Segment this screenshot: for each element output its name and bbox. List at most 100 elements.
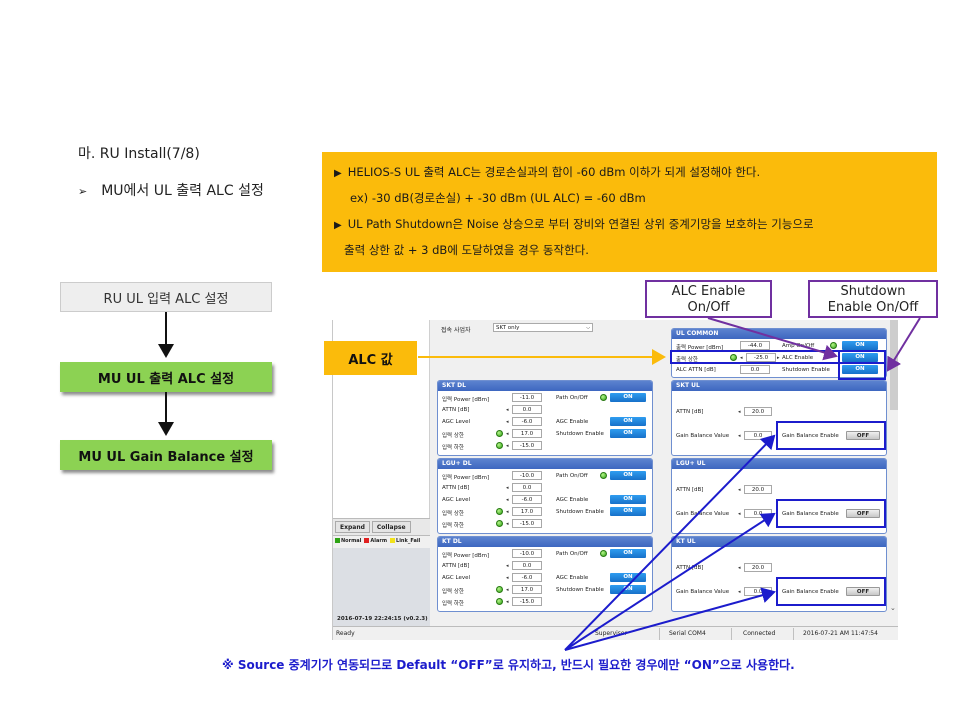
panel-title: SKT DL xyxy=(438,381,652,391)
legend-alarm: Alarm xyxy=(364,538,387,544)
in-upper-input[interactable]: 17.0 xyxy=(512,585,542,594)
spin-arrows-icon[interactable]: ◂ xyxy=(740,355,743,361)
highlight-alc-shutdown xyxy=(838,350,886,380)
triangle-bullet-icon: ▶ xyxy=(334,168,342,179)
panel-title: SKT UL xyxy=(672,381,886,391)
legend-normal: Normal xyxy=(335,538,361,544)
spin-arrows-icon[interactable]: ◂ xyxy=(738,589,741,595)
spin-arrows-icon[interactable]: ◂ xyxy=(738,409,741,415)
status-port: Serial COM4 xyxy=(669,630,706,637)
row-in-upper: 입력 상한 ◂ 17.0 Shutdown Enable ON xyxy=(442,429,652,439)
spin-arrows-icon[interactable]: ◂ xyxy=(506,563,509,569)
path-on-button[interactable]: ON xyxy=(610,471,646,480)
spin-arrows-icon[interactable]: ◂ xyxy=(738,433,741,439)
agc-level-input[interactable]: -6.0 xyxy=(512,573,542,582)
scroll-down-icon[interactable]: ⌄ xyxy=(890,604,896,612)
spin-arrows-icon[interactable]: ◂ xyxy=(738,565,741,571)
highlight-kt-gb xyxy=(776,577,886,606)
spin-arrows-icon[interactable]: ◂ xyxy=(738,487,741,493)
agc-enable-button[interactable]: ON xyxy=(610,573,646,582)
in-upper-input[interactable]: 17.0 xyxy=(512,429,542,438)
row-agc-level: AGC Level ◂ -6.0 AGC Enable ON xyxy=(442,573,652,583)
row-alc-attn: ALC ATTN [dB] 0.0 Shutdown Enable ON xyxy=(676,365,886,375)
spin-arrows-icon[interactable]: ◂ xyxy=(506,431,509,437)
row-attn: ATTN [dB] ◂ 0.0 xyxy=(442,405,652,415)
gain-balance-input[interactable]: 0.0 xyxy=(744,587,772,596)
note-line-3: ▶UL Path Shutdown은 Noise 상승으로 부터 장비와 연결된… xyxy=(334,217,814,231)
in-lower-led-icon xyxy=(496,442,503,449)
spin-arrows-icon[interactable]: ◂ xyxy=(506,599,509,605)
path-on-button[interactable]: ON xyxy=(610,549,646,558)
build-timestamp: 2016-07-19 22:24:15 (v0.2.3) xyxy=(337,616,428,622)
row-in-lower: 입력 하한 ◂ -15.0 xyxy=(442,441,652,451)
gain-balance-off-button[interactable]: OFF xyxy=(846,431,880,440)
path-on-button[interactable]: ON xyxy=(610,393,646,402)
row-attn: ATTN [dB] ◂ 0.0 xyxy=(442,483,652,493)
out-power-value: -44.0 xyxy=(740,341,770,350)
spin-arrows-icon[interactable]: ◂ xyxy=(506,587,509,593)
in-lower-input[interactable]: -15.0 xyxy=(512,519,542,528)
in-upper-input[interactable]: 17.0 xyxy=(512,507,542,516)
attn-input[interactable]: 0.0 xyxy=(512,483,542,492)
path-led-icon xyxy=(600,394,607,401)
operator-select[interactable]: SKT only⌵ xyxy=(493,323,593,332)
spin-arrows-icon[interactable]: ▸ xyxy=(777,355,780,361)
operator-label: 접속 사업자 xyxy=(441,327,471,334)
in-lower-input[interactable]: -15.0 xyxy=(512,441,542,450)
gain-balance-input[interactable]: 0.0 xyxy=(744,509,772,518)
attn-input[interactable]: 0.0 xyxy=(512,561,542,570)
spin-arrows-icon[interactable]: ◂ xyxy=(506,509,509,515)
attn-input[interactable]: 20.0 xyxy=(744,407,772,416)
tree-toolbar: Expand Collapse xyxy=(333,518,430,536)
in-lower-led-icon xyxy=(496,598,503,605)
spin-arrows-icon[interactable]: ◂ xyxy=(506,575,509,581)
dl-shutdown-button[interactable]: ON xyxy=(610,585,646,594)
footnote: ※ Source 중계기가 연동되므로 Default “OFF”로 유지하고,… xyxy=(222,658,795,672)
spin-arrows-icon[interactable]: ◂ xyxy=(506,419,509,425)
in-upper-led-icon xyxy=(496,430,503,437)
spin-arrows-icon[interactable]: ◂ xyxy=(738,511,741,517)
row-in-power: 입력 Power [dBm] -10.0 Path On/Off ON xyxy=(442,471,652,481)
gain-balance-input[interactable]: 0.0 xyxy=(744,431,772,440)
note-line-2: ex) -30 dB(경로손실) + -30 dBm (UL ALC) = -6… xyxy=(350,191,646,205)
triangle-bullet-icon: ▶ xyxy=(334,220,342,231)
spin-arrows-icon[interactable]: ◂ xyxy=(506,443,509,449)
in-power-value: -11.0 xyxy=(512,393,542,402)
in-upper-led-icon xyxy=(496,586,503,593)
scroll-thumb[interactable] xyxy=(890,320,898,410)
amp-on-button[interactable]: ON xyxy=(842,341,878,350)
row-attn: ATTN [dB] ◂ 20.0 xyxy=(676,563,886,573)
sub-title-text: MU에서 UL 출력 ALC 설정 xyxy=(101,183,264,199)
path-led-icon xyxy=(600,472,607,479)
collapse-button[interactable]: Collapse xyxy=(371,521,411,533)
panel-title: KT UL xyxy=(672,537,886,547)
in-lower-led-icon xyxy=(496,520,503,527)
alc-enable-button[interactable]: ON xyxy=(842,353,878,362)
shutdown-enable-button[interactable]: ON xyxy=(842,365,878,374)
dl-shutdown-button[interactable]: ON xyxy=(610,507,646,516)
flow-step-ru-ul-input-alc: RU UL 입력 ALC 설정 xyxy=(60,282,272,312)
attn-input[interactable]: 20.0 xyxy=(744,485,772,494)
gain-balance-off-button[interactable]: OFF xyxy=(846,587,880,596)
in-lower-input[interactable]: -15.0 xyxy=(512,597,542,606)
agc-level-input[interactable]: -6.0 xyxy=(512,417,542,426)
agc-enable-button[interactable]: ON xyxy=(610,417,646,426)
attn-input[interactable]: 0.0 xyxy=(512,405,542,414)
agc-level-input[interactable]: -6.0 xyxy=(512,495,542,504)
agc-enable-button[interactable]: ON xyxy=(610,495,646,504)
expand-button[interactable]: Expand xyxy=(335,521,370,533)
row-in-upper: 입력 상한 ◂ 17.0 Shutdown Enable ON xyxy=(442,507,652,517)
highlight-lgu-gb xyxy=(776,499,886,528)
gain-balance-off-button[interactable]: OFF xyxy=(846,509,880,518)
attn-input[interactable]: 20.0 xyxy=(744,563,772,572)
vertical-scrollbar[interactable]: ⌄ xyxy=(889,320,898,626)
spin-arrows-icon[interactable]: ◂ xyxy=(506,497,509,503)
highlight-skt-gb xyxy=(776,421,886,450)
spin-arrows-icon[interactable]: ◂ xyxy=(506,521,509,527)
in-power-value: -10.0 xyxy=(512,549,542,558)
spin-arrows-icon[interactable]: ◂ xyxy=(506,485,509,491)
note-line-4: 출력 상한 값 + 3 dB에 도달하였을 경우 동작한다. xyxy=(344,243,589,257)
dl-shutdown-button[interactable]: ON xyxy=(610,429,646,438)
spin-arrows-icon[interactable]: ◂ xyxy=(506,407,509,413)
panel-skt-dl: SKT DL 입력 Power [dBm] -11.0 Path On/Off … xyxy=(437,380,653,456)
